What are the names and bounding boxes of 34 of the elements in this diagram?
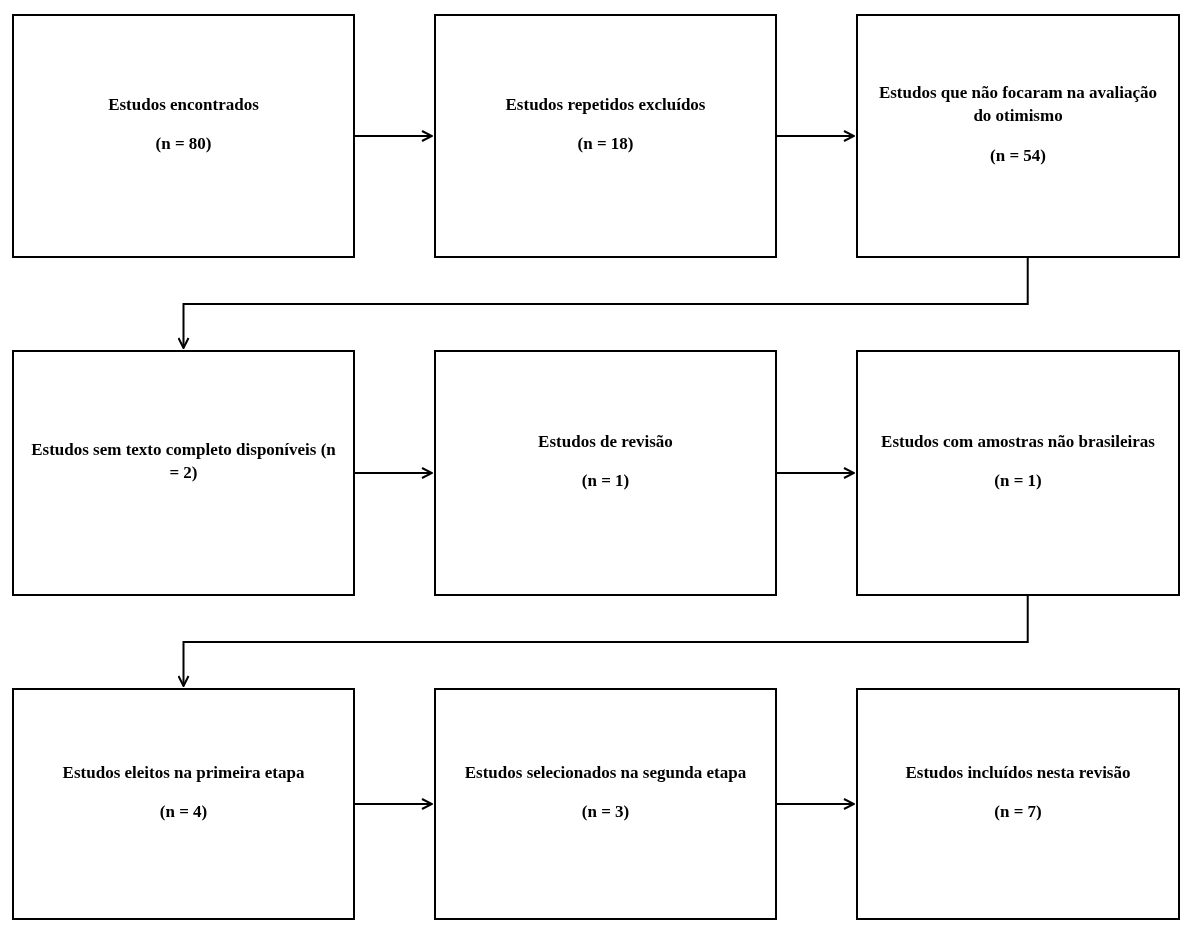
box-text: Estudos eleitos na primeira etapa [62, 761, 305, 784]
box-text: (n = 54) [990, 144, 1046, 167]
box-text: (n = 1) [994, 470, 1042, 492]
process-box [434, 14, 777, 258]
box-text: Estudos de revisão [538, 430, 673, 453]
box-text: Estudos incluídos nesta revisão [905, 761, 1131, 784]
box-text: (n = 3) [581, 801, 630, 823]
box-text: (n = 4) [159, 801, 208, 823]
process-box [12, 14, 355, 258]
box-text: Estudos selecionados na segunda etapa [464, 761, 747, 784]
process-box [856, 350, 1180, 596]
arrow [776, 130, 855, 142]
process-box [12, 350, 355, 596]
box-text: (n = 1) [581, 470, 630, 492]
process-box [856, 14, 1180, 258]
box-text: Estudos que não focaram na avaliação do otimismo [877, 81, 1159, 128]
arrow [177, 257, 1029, 349]
arrow [776, 467, 855, 479]
box-text: Estudos repetidos excluídos [505, 93, 706, 116]
box-text: (n = 7) [994, 801, 1042, 823]
process-box [434, 350, 777, 596]
process-box [434, 688, 777, 920]
box-text: Estudos com amostras não brasileiras [881, 430, 1155, 453]
process-box [856, 688, 1180, 920]
box-text: Estudos encontrados [108, 93, 259, 116]
process-box [12, 688, 355, 920]
arrow [776, 798, 855, 810]
box-text: (n = 80) [155, 133, 212, 155]
box-text: (n = 18) [577, 133, 634, 155]
arrow [177, 595, 1029, 687]
box-text: Estudos sem texto completo disponíveis (n = 2) [30, 438, 337, 484]
arrow [354, 798, 433, 810]
arrow [354, 467, 433, 479]
arrow [354, 130, 433, 142]
